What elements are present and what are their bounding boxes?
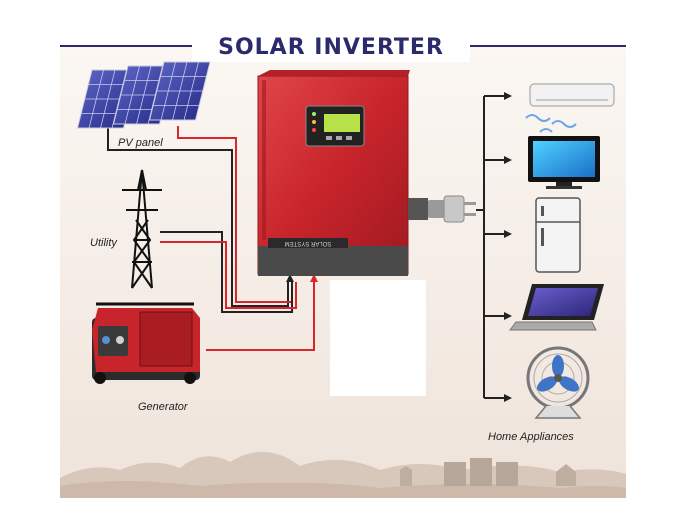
diagram-title: SOLAR INVERTER xyxy=(218,35,444,60)
air-conditioner-icon xyxy=(525,83,615,133)
utility-tower-icon xyxy=(122,169,162,289)
output-branches xyxy=(484,95,504,399)
wire-pv-red xyxy=(177,126,292,303)
fan-icon xyxy=(526,346,590,419)
wire-generator-red xyxy=(206,282,315,351)
home-appliances-label: Home Appliances xyxy=(488,431,574,443)
arrow-input-red-icon xyxy=(310,274,318,282)
generator-label: Generator xyxy=(138,401,189,413)
inverter-unit: SOLAR SYSTEM xyxy=(257,70,410,276)
landscape-house2-icon xyxy=(556,464,576,486)
output-arrowheads-icon xyxy=(504,92,512,402)
pv-panel-label: PV panel xyxy=(118,137,163,149)
title-backing xyxy=(192,30,470,62)
pv-panel-icon xyxy=(76,61,211,129)
laptop-icon xyxy=(509,284,604,331)
wire-utility-black xyxy=(160,231,293,313)
inverter-status-leds-icon xyxy=(312,112,316,132)
refrigerator-icon xyxy=(535,197,581,273)
generator-icon xyxy=(92,302,200,384)
inverter-brand-strip xyxy=(268,238,348,248)
inverter-buttons-icon xyxy=(326,136,352,140)
utility-label: Utility xyxy=(90,237,118,249)
blank-patch xyxy=(330,280,426,396)
inverter-brand-text: SOLAR SYSTEM xyxy=(285,240,332,246)
landscape-house-icon xyxy=(400,466,412,486)
television-icon xyxy=(528,136,600,189)
arrow-input-black-icon xyxy=(286,274,294,282)
inverter-lcd-screen xyxy=(324,114,360,132)
power-plug-icon xyxy=(408,195,476,223)
landscape-solar-panels-icon xyxy=(444,458,518,486)
wire-utility-red xyxy=(160,241,297,309)
